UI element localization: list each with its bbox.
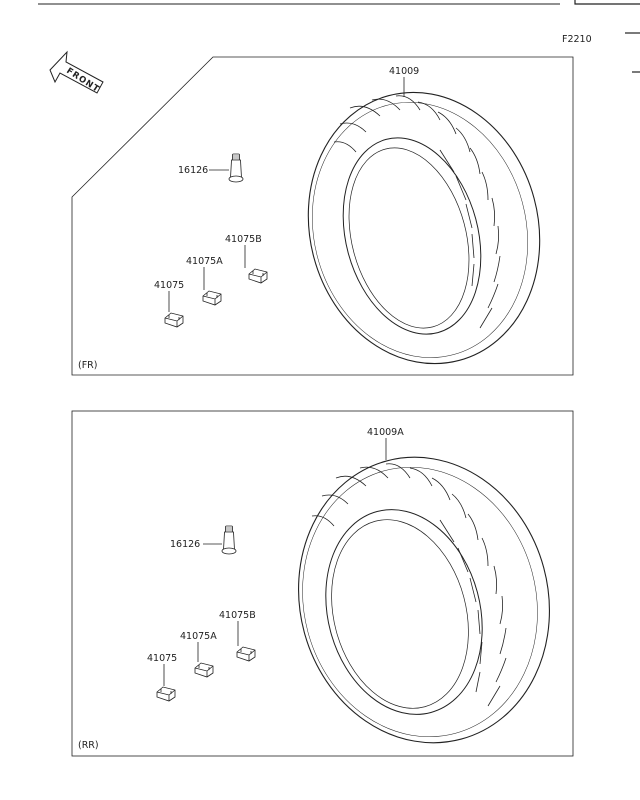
rear-tire-part-number: 41009A [367, 427, 404, 438]
rear-weight-41075b-part-number: 41075B [219, 610, 256, 621]
rear-panel: (RR) 41009A 16126 41075B [71, 410, 574, 757]
rear-weight-41075a-icon [194, 662, 214, 678]
rear-valve-icon [221, 525, 237, 555]
rear-weight-41075b-icon [236, 646, 256, 662]
front-weight-41075-icon [164, 312, 184, 328]
rear-weight-41075-icon [156, 686, 176, 702]
front-weight-41075-part-number: 41075 [154, 280, 184, 291]
front-valve-icon [228, 153, 244, 183]
front-tire-part-number: 41009 [389, 66, 419, 77]
front-valve-part-number: 16126 [178, 165, 208, 176]
front-direction-arrow: FRONT [49, 50, 104, 95]
corner-mark [574, 0, 640, 5]
front-tire [307, 77, 541, 365]
rear-valve-part-number: 16126 [170, 539, 200, 550]
rear-section-label: (RR) [78, 740, 99, 751]
rear-weight-41075a-part-number: 41075A [180, 631, 217, 642]
tread-pattern [311, 463, 507, 707]
tread-pattern [333, 95, 501, 329]
figure-code: F2210 [562, 34, 592, 45]
front-weight-41075b-icon [248, 268, 268, 284]
front-weight-41075b-part-number: 41075B [225, 234, 262, 245]
front-weight-41075a-icon [202, 290, 222, 306]
rear-weight-41075-part-number: 41075 [147, 653, 177, 664]
front-panel-frame [71, 56, 574, 376]
rear-tire [298, 438, 550, 744]
front-panel: (FR) 41009 16126 41075B [71, 56, 574, 376]
front-weight-41075a-part-number: 41075A [186, 256, 223, 267]
front-section-label: (FR) [78, 360, 97, 371]
rear-panel-frame [71, 410, 574, 757]
